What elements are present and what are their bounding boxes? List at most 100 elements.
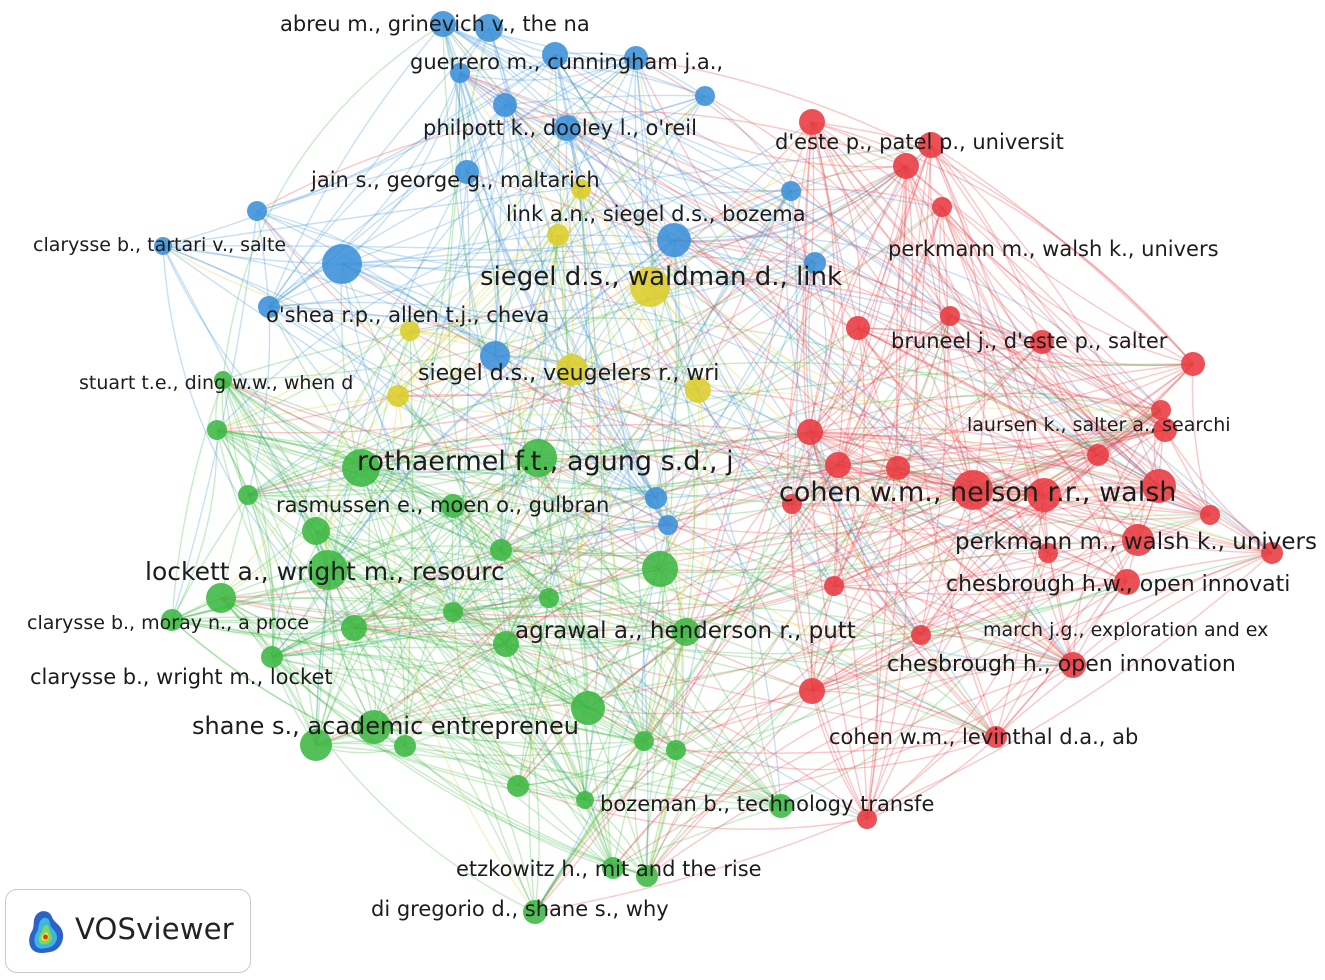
node-blue[interactable] xyxy=(624,46,648,70)
label-abreu[interactable]: abreu m., grinevich v., the na xyxy=(280,12,590,36)
node-green[interactable] xyxy=(394,735,416,757)
node-red[interactable] xyxy=(797,419,823,445)
node-red[interactable] xyxy=(911,625,931,645)
node-red[interactable] xyxy=(1038,543,1058,563)
label-deste-patel[interactable]: d'este p., patel p., universit xyxy=(775,130,1064,154)
node-red[interactable] xyxy=(886,456,910,480)
node-green[interactable] xyxy=(207,420,227,440)
node-red[interactable] xyxy=(1027,478,1061,512)
node-blue[interactable] xyxy=(480,341,510,371)
node-green[interactable] xyxy=(342,449,380,487)
node-green[interactable] xyxy=(214,371,232,389)
node-yellow[interactable] xyxy=(685,377,711,403)
node-blue[interactable] xyxy=(475,14,503,42)
node-red[interactable] xyxy=(1122,524,1154,556)
node-green[interactable] xyxy=(576,791,594,809)
node-green[interactable] xyxy=(666,740,686,760)
node-red[interactable] xyxy=(932,197,952,217)
node-blue[interactable] xyxy=(542,42,568,68)
node-green[interactable] xyxy=(300,729,332,761)
node-red[interactable] xyxy=(953,470,993,510)
label-cohen-nelson[interactable]: cohen w.m., nelson r.r., walsh xyxy=(779,477,1176,508)
node-yellow[interactable] xyxy=(547,224,569,246)
label-perkmann-1[interactable]: perkmann m., walsh k., univers xyxy=(888,237,1219,261)
node-green[interactable] xyxy=(238,485,258,505)
node-green[interactable] xyxy=(571,691,605,725)
label-perkmann-2[interactable]: perkmann m., walsh k., univers xyxy=(955,529,1317,555)
label-link-an[interactable]: link a.n., siegel d.s., bozema xyxy=(506,202,806,226)
node-blue[interactable] xyxy=(804,252,826,274)
node-yellow[interactable] xyxy=(387,385,409,407)
node-red[interactable] xyxy=(1151,400,1171,420)
node-red[interactable] xyxy=(985,726,1007,748)
node-green[interactable] xyxy=(441,494,465,518)
node-red[interactable] xyxy=(1142,469,1176,503)
label-chesbrough-hw[interactable]: chesbrough h.w., open innovati xyxy=(946,572,1290,597)
node-red[interactable] xyxy=(918,132,944,158)
label-rasmussen[interactable]: rasmussen e., moen o., gulbran xyxy=(276,493,609,517)
node-red[interactable] xyxy=(940,306,960,326)
node-green[interactable] xyxy=(341,615,367,641)
label-jain[interactable]: jain s., george g., maltarich xyxy=(310,168,600,192)
node-green[interactable] xyxy=(357,710,391,744)
node-blue[interactable] xyxy=(450,63,470,83)
node-green[interactable] xyxy=(261,646,283,668)
label-agrawal[interactable]: agrawal a., henderson r., putt xyxy=(515,618,856,644)
node-blue[interactable] xyxy=(781,181,801,201)
node-green[interactable] xyxy=(523,900,547,924)
label-shane[interactable]: shane s., academic entrepreneu xyxy=(192,712,579,740)
node-blue[interactable] xyxy=(645,487,667,509)
node-red[interactable] xyxy=(893,153,919,179)
label-rothaermel[interactable]: rothaermel f.t., agung s.d., j xyxy=(357,446,734,477)
label-digregorio[interactable]: di gregorio d., shane s., why xyxy=(371,897,669,921)
label-laursen[interactable]: laursen k., salter a., searchi xyxy=(967,414,1231,436)
node-red[interactable] xyxy=(1200,505,1220,525)
node-blue[interactable] xyxy=(658,515,678,535)
node-green[interactable] xyxy=(539,588,559,608)
node-green[interactable] xyxy=(443,602,463,622)
label-guerrero[interactable]: guerrero m., cunningham j.a., xyxy=(410,50,723,74)
node-red[interactable] xyxy=(1114,569,1140,595)
node-blue[interactable] xyxy=(247,201,267,221)
node-yellow[interactable] xyxy=(571,179,591,199)
node-green[interactable] xyxy=(602,857,624,879)
node-green[interactable] xyxy=(206,583,236,613)
node-green[interactable] xyxy=(769,794,793,818)
node-blue[interactable] xyxy=(657,223,691,257)
label-siegel-waldman[interactable]: siegel d.s., waldman d., link xyxy=(480,262,842,292)
node-green[interactable] xyxy=(308,550,348,590)
label-bozeman[interactable]: bozeman b., technology transfe xyxy=(600,792,934,816)
node-blue[interactable] xyxy=(258,296,280,318)
node-green[interactable] xyxy=(161,609,183,631)
node-green[interactable] xyxy=(636,865,658,887)
node-green[interactable] xyxy=(493,631,519,657)
label-clarysse-tartari[interactable]: clarysse b., tartari v., salte xyxy=(33,234,286,256)
node-green[interactable] xyxy=(302,517,330,545)
label-march[interactable]: march j.g., exploration and ex xyxy=(983,619,1268,641)
node-blue[interactable] xyxy=(430,11,456,37)
node-green[interactable] xyxy=(519,439,557,477)
label-etzkowitz[interactable]: etzkowitz h., mit and the rise xyxy=(456,857,762,881)
label-siegel-veugelers[interactable]: siegel d.s., veugelers r., wri xyxy=(418,361,719,386)
node-green[interactable] xyxy=(507,775,529,797)
node-blue[interactable] xyxy=(554,115,580,141)
node-red[interactable] xyxy=(1261,542,1283,564)
label-bruneel[interactable]: bruneel j., d'este p., salter xyxy=(891,329,1168,353)
node-blue[interactable] xyxy=(154,237,172,255)
node-green[interactable] xyxy=(490,539,512,561)
label-cohen-levinthal[interactable]: cohen w.m., levinthal d.a., ab xyxy=(829,725,1138,749)
node-red[interactable] xyxy=(1060,652,1086,678)
node-blue[interactable] xyxy=(493,93,517,117)
node-red[interactable] xyxy=(846,316,870,340)
node-green[interactable] xyxy=(634,731,654,751)
node-red[interactable] xyxy=(1181,352,1205,376)
node-yellow[interactable] xyxy=(630,267,670,307)
label-philpott[interactable]: philpott k., dooley l., o'reil xyxy=(423,116,697,140)
label-clarysse-moray[interactable]: clarysse b., moray n., a proce xyxy=(27,612,309,634)
node-red[interactable] xyxy=(1153,418,1177,442)
node-green[interactable] xyxy=(672,618,700,646)
node-blue[interactable] xyxy=(455,160,479,184)
node-yellow[interactable] xyxy=(556,354,588,386)
label-chesbrough-h[interactable]: chesbrough h., open innovation xyxy=(887,652,1236,677)
node-blue[interactable] xyxy=(322,244,362,284)
